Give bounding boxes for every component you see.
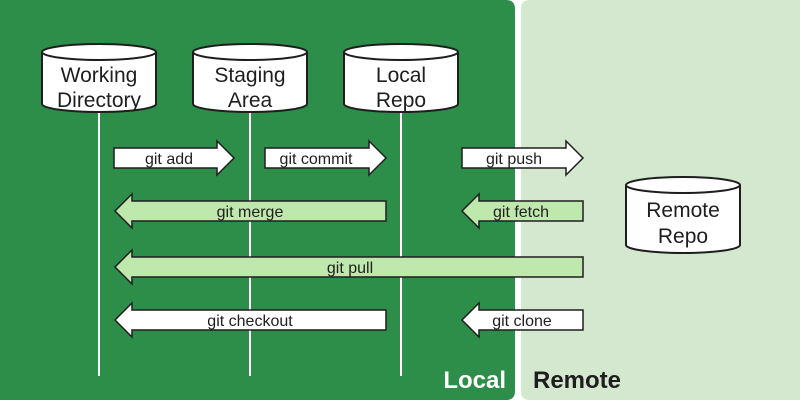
git-clone-label: git clone xyxy=(492,313,552,330)
staging-area-cylinder: Staging Area xyxy=(192,43,308,113)
local-repo-label-line1: Local xyxy=(376,64,426,87)
staging-area-label-line1: Staging xyxy=(214,64,285,87)
remote-repo-label-line1: Remote xyxy=(646,199,720,222)
remote-repo-label-line2: Repo xyxy=(658,225,708,248)
git-commit-arrow: git commit xyxy=(264,139,388,177)
local-repo-cylinder: Local Repo xyxy=(343,43,459,113)
git-merge-label: git merge xyxy=(217,204,284,221)
git-commit-label: git commit xyxy=(280,151,353,168)
git-push-label: git push xyxy=(486,151,542,168)
working-directory-cylinder: Working Directory xyxy=(41,43,157,113)
remote-zone-label: Remote xyxy=(533,367,621,394)
local-zone-label: Local xyxy=(443,367,506,394)
git-checkout-label: git checkout xyxy=(207,313,293,330)
git-add-arrow: git add xyxy=(113,139,236,177)
staging-area-label-line2: Area xyxy=(228,89,273,112)
git-fetch-arrow: git fetch xyxy=(460,192,584,230)
git-clone-arrow: git clone xyxy=(460,301,584,339)
git-pull-arrow: git pull xyxy=(113,248,584,286)
git-push-arrow: git push xyxy=(461,139,585,177)
git-add-label: git add xyxy=(145,151,193,168)
git-fetch-label: git fetch xyxy=(493,204,549,221)
local-repo-label-line2: Repo xyxy=(376,89,426,112)
git-merge-arrow: git merge xyxy=(113,192,387,230)
remote-repo-cylinder: Remote Repo xyxy=(625,176,741,254)
working-directory-label-line2: Directory xyxy=(57,89,142,112)
git-pull-label: git pull xyxy=(327,260,373,277)
git-checkout-arrow: git checkout xyxy=(113,301,387,339)
working-directory-label-line1: Working xyxy=(61,64,138,87)
